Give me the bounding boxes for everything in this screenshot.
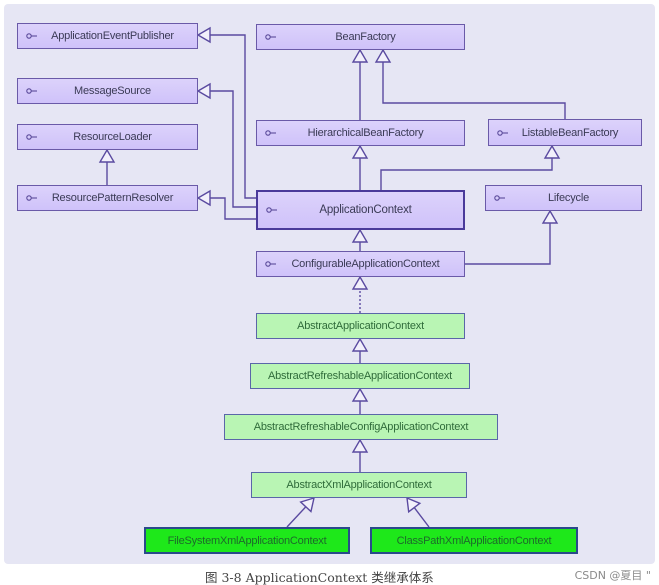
inheritance-arrowhead (196, 82, 211, 100)
interface-lollipop-icon (26, 33, 37, 39)
inheritance-arrowhead (351, 48, 369, 63)
inheritance-arrowhead (196, 189, 211, 207)
edge-configurable-to-lifecycle (465, 223, 551, 265)
class-node-abstract-xml-application-context: AbstractXmlApplicationContext (251, 472, 467, 498)
edge-applicationcontext-to-resourcepatternresolver (210, 197, 256, 220)
class-node-application-event-publisher: ApplicationEventPublisher (17, 23, 198, 49)
class-node-file-system-xml-application-context: FileSystemXmlApplicationContext (144, 527, 350, 554)
inheritance-arrowhead (541, 209, 559, 224)
class-node-label: Lifecycle (548, 192, 589, 204)
class-node-lifecycle: Lifecycle (485, 185, 642, 211)
interface-lollipop-icon (26, 134, 37, 140)
class-node-label: ApplicationContext (319, 204, 412, 216)
class-node-application-context: ApplicationContext (256, 190, 465, 230)
edge-filesystem-to-abstractxml (286, 506, 307, 528)
class-node-message-source: MessageSource (17, 78, 198, 104)
class-node-label: ResourcePatternResolver (51, 192, 174, 204)
watermark: CSDN @夏目 " (574, 569, 651, 582)
inheritance-arrowhead (351, 387, 369, 402)
class-node-label: ResourceLoader (73, 131, 152, 143)
inheritance-arrowhead (543, 144, 561, 159)
class-node-class-path-xml-application-context: ClassPathXmlApplicationContext (370, 527, 578, 554)
interface-lollipop-icon (497, 129, 508, 136)
class-node-resource-loader: ResourceLoader (17, 124, 198, 150)
inheritance-arrowhead (351, 438, 369, 453)
class-node-label: AbstractApplicationContext (297, 320, 424, 332)
inheritance-arrowhead (351, 275, 369, 290)
interface-lollipop-icon (266, 207, 277, 213)
class-node-label: AbstractRefreshableApplicationContext (268, 370, 452, 382)
edge-applicationcontext-to-listable (380, 158, 553, 190)
inheritance-arrowhead (98, 148, 116, 163)
class-node-abstract-refreshable-config-application-context: AbstractRefreshableConfigApplicationCont… (224, 414, 498, 440)
class-node-label: FileSystemXmlApplicationContext (167, 534, 327, 547)
interface-lollipop-icon (265, 130, 276, 136)
class-node-bean-factory: BeanFactory (256, 24, 465, 50)
inheritance-arrowhead (351, 144, 369, 159)
inheritance-arrowhead (406, 496, 422, 514)
class-node-configurable-application-context: ConfigurableApplicationContext (256, 251, 465, 277)
inheritance-arrowhead (374, 48, 392, 63)
class-node-label: AbstractRefreshableConfigApplicationCont… (253, 421, 469, 433)
class-node-resource-pattern-resolver: ResourcePatternResolver (17, 185, 198, 211)
interface-lollipop-icon (26, 88, 37, 94)
class-node-abstract-refreshable-application-context: AbstractRefreshableApplicationContext (250, 363, 470, 389)
edge-classpath-to-abstractxml (413, 507, 430, 528)
edge-applicationcontext-to-messagesource (210, 90, 256, 208)
class-node-label: ClassPathXmlApplicationContext (396, 534, 552, 547)
class-node-label: AbstractXmlApplicationContext (286, 479, 432, 491)
inheritance-arrowhead (299, 496, 315, 513)
class-node-label: ListableBeanFactory (521, 126, 619, 139)
inheritance-arrowhead (351, 228, 369, 243)
inheritance-arrowhead (196, 26, 211, 44)
inheritance-arrowhead (351, 337, 369, 352)
class-node-label: HierarchicalBeanFactory (307, 127, 424, 139)
interface-lollipop-icon (26, 195, 37, 201)
class-node-abstract-application-context: AbstractApplicationContext (256, 313, 465, 339)
class-node-label: ConfigurableApplicationContext (291, 258, 440, 270)
class-node-label: MessageSource (74, 85, 151, 97)
interface-lollipop-icon (494, 195, 505, 201)
figure-caption: 图 3-8 ApplicationContext 类继承体系 (205, 570, 434, 585)
edge-applicationcontext-to-applicationeventpublisher (210, 34, 256, 199)
class-node-label: ApplicationEventPublisher (51, 30, 174, 42)
edge-listable-to-beanfactory (382, 62, 566, 119)
class-node-hierarchical-bean-factory: HierarchicalBeanFactory (256, 120, 465, 146)
interface-lollipop-icon (265, 34, 276, 40)
class-node-listable-bean-factory: ListableBeanFactory (488, 119, 642, 146)
interface-lollipop-icon (265, 261, 276, 267)
class-node-label: BeanFactory (335, 31, 396, 43)
